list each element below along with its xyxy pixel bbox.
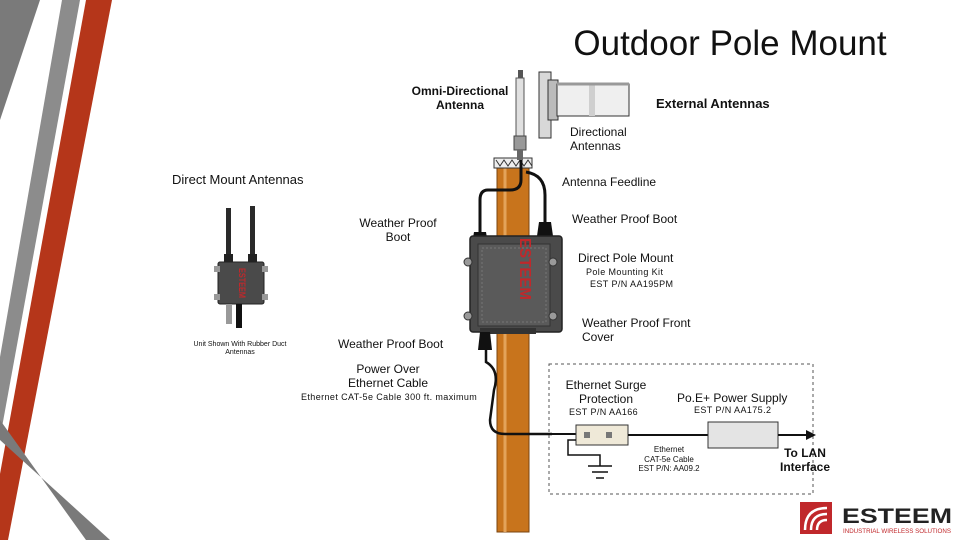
unit-brand: ESTEEM [237,268,247,298]
label-weather-front-cover: Weather Proof Front Cover [582,316,691,345]
stripe-gray-left [0,0,40,120]
decorative-stripes [0,0,112,540]
label-weather-boot-left: Weather Proof Boot [359,216,437,245]
equipment-dashed-box [548,363,814,495]
label-poe-supply: Po.E+ Power Supply [677,391,788,405]
antenna-feedline-right [525,170,547,225]
label-to-lan: To LAN Interface [779,446,831,475]
page-title: Outdoor Pole Mount [573,24,887,63]
stripe-gray-outer [0,0,80,439]
label-surge-protection: Ethernet Surge Protection [565,378,647,407]
weather-boot-top-right [537,222,553,236]
label-weather-boot-right: Weather Proof Boot [572,212,678,226]
logo-name: ESTEEM [842,505,952,528]
label-surge-pn: EST P/N AA166 [569,407,639,417]
directional-antenna [538,71,630,139]
lan-arrow-head [806,430,816,440]
label-pole-mount-pn: EST P/N AA195PM [590,279,674,289]
label-external-antennas: External Antennas [656,96,770,111]
pole-top-clamp [493,157,533,169]
enclosure-brand: ESTEEM [516,238,533,300]
pole [496,161,530,533]
rubber-duct-unit: ESTEEM [214,206,268,328]
label-pole-mounting-kit: Pole Mounting Kit [586,267,664,277]
stripe-red [0,0,112,540]
surge-protector [552,424,629,479]
label-direct-pole-mount: Direct Pole Mount [578,251,674,265]
label-poe-cable: Power Over Ethernet Cable [347,362,429,391]
wireless-wave-icon [803,506,828,531]
esteem-enclosure: ESTEEM [463,235,563,334]
esteem-logo: ESTEEM INDUSTRIAL WIRELESS SOLUTIONS [800,502,952,535]
label-omni-antenna: Omni-Directional Antenna [411,84,509,113]
logo-tagline: INDUSTRIAL WIRELESS SOLUTIONS [843,529,951,535]
label-weather-boot-lower: Weather Proof Boot [338,337,444,351]
clamp-zigzag [495,159,533,167]
label-poe-supply-pn: EST P/N AA175.2 [694,405,772,415]
omni-antenna [513,70,527,160]
label-ethernet-cable: Ethernet CAT-5e Cable EST P/N: AA09.2 [638,445,700,474]
poe-power-supply [707,421,779,449]
weather-boot-lower [478,332,492,350]
label-directional-antennas: Directional Antennas [570,125,627,154]
label-poe-cable-spec: Ethernet CAT-5e Cable 300 ft. maximum [301,392,478,402]
label-unit-shown: Unit Shown With Rubber Duct Antennas [193,341,287,357]
label-direct-mount-antennas: Direct Mount Antennas [172,172,304,187]
poe-cable [484,350,552,436]
label-antenna-feedline: Antenna Feedline [562,175,657,189]
antenna-feedline [478,160,523,232]
